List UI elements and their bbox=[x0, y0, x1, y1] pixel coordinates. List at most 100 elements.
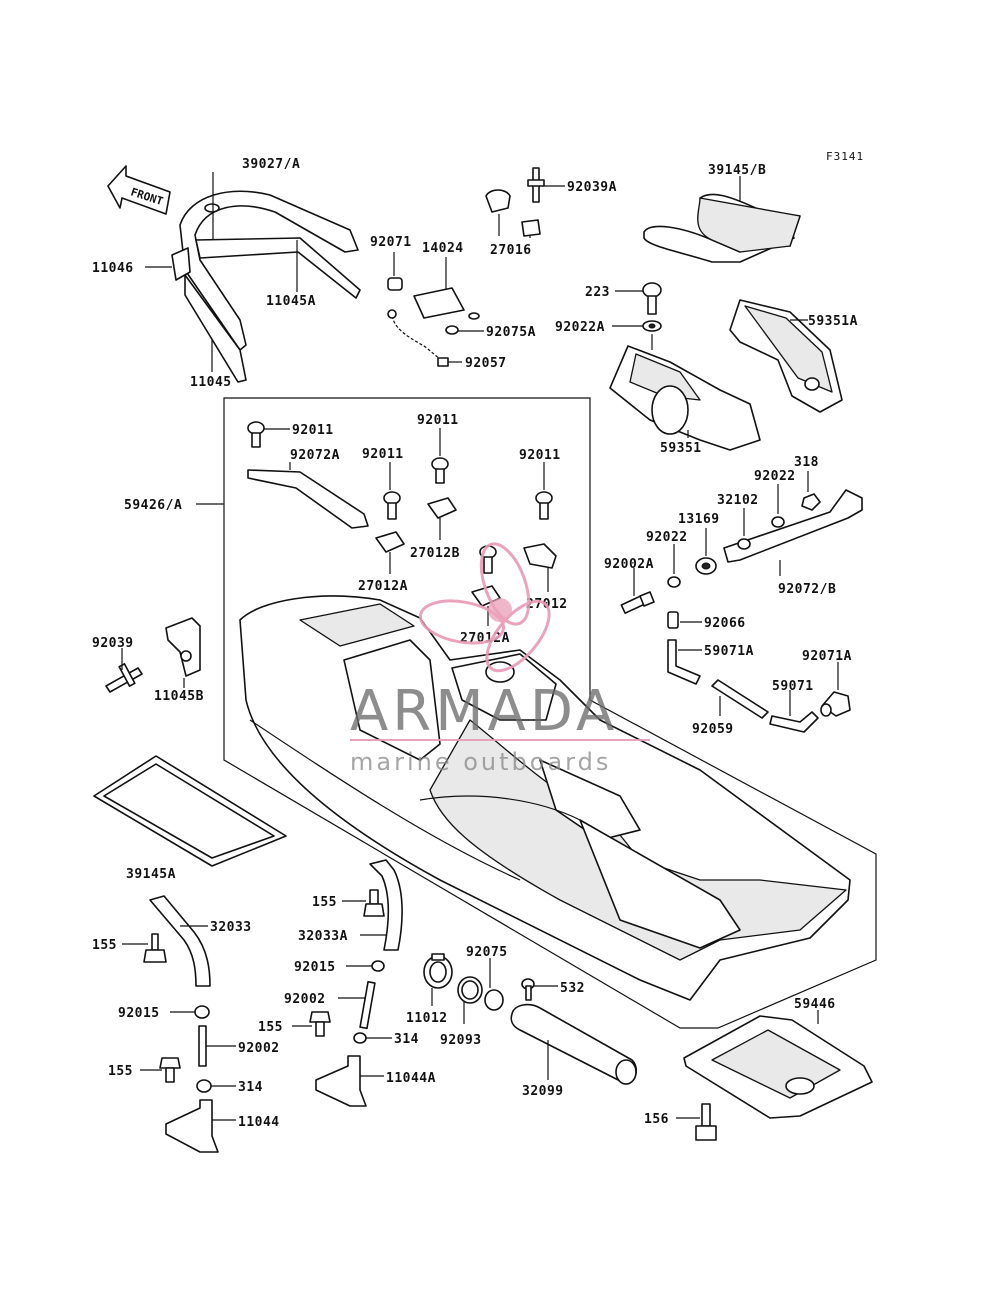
nut-plate-27012-part bbox=[523, 543, 557, 569]
plug-92066-part bbox=[667, 611, 679, 629]
bolt-92011-d-part bbox=[535, 491, 553, 520]
label-92015-b: 92015 bbox=[294, 960, 336, 975]
label-59446: 59446 bbox=[794, 997, 836, 1012]
label-59426A: 59426/A bbox=[124, 498, 182, 513]
bolt-223-part bbox=[642, 282, 662, 315]
label-11046: 11046 bbox=[92, 261, 134, 276]
label-32099: 32099 bbox=[522, 1084, 564, 1099]
label-92093: 92093 bbox=[440, 1033, 482, 1048]
label-39145A: 39145A bbox=[126, 867, 176, 882]
label-156: 156 bbox=[644, 1112, 669, 1127]
propeller-logo-icon bbox=[418, 542, 551, 673]
bracket-11045B-part bbox=[165, 617, 201, 677]
bracket-92072B-part bbox=[723, 489, 863, 563]
label-32033: 32033 bbox=[210, 920, 252, 935]
washer-92022-c-part bbox=[667, 576, 681, 588]
hull-59426A-part bbox=[239, 595, 851, 1001]
label-314-a: 314 bbox=[238, 1080, 263, 1095]
label-11045B: 11045B bbox=[154, 689, 204, 704]
pin-92039-part bbox=[105, 663, 143, 693]
label-11045: 11045 bbox=[190, 375, 232, 390]
label-32102: 32102 bbox=[717, 493, 759, 508]
label-92011-c: 92011 bbox=[417, 413, 459, 428]
label-92071A: 92071A bbox=[802, 649, 852, 664]
label-59071A: 59071A bbox=[704, 644, 754, 659]
label-92072A: 92072A bbox=[290, 448, 340, 463]
cap-92075A-part bbox=[445, 312, 480, 335]
bolt-92011-a-part bbox=[247, 421, 265, 448]
nut-92015-a-part bbox=[194, 1005, 210, 1019]
label-92011-b: 92011 bbox=[362, 447, 404, 462]
fitting-92071A-part bbox=[820, 691, 851, 717]
label-155-b: 155 bbox=[108, 1064, 133, 1079]
nut-314-a-part bbox=[196, 1079, 212, 1093]
label-92022-b: 92022 bbox=[754, 469, 796, 484]
label-532: 532 bbox=[560, 981, 585, 996]
stud-92002-a-part bbox=[198, 1025, 207, 1067]
label-92011-d: 92011 bbox=[519, 448, 561, 463]
nut-314-b-part bbox=[353, 1032, 367, 1044]
label-92066: 92066 bbox=[704, 616, 746, 631]
label-13169: 13169 bbox=[678, 512, 720, 527]
front-arrow-icon: FRONT bbox=[107, 165, 171, 215]
label-92002-a: 92002 bbox=[238, 1041, 280, 1056]
label-11044A: 11044A bbox=[386, 1071, 436, 1086]
label-92057: 92057 bbox=[465, 356, 507, 371]
label-314-b: 314 bbox=[394, 1032, 419, 1047]
bolt-156-part bbox=[695, 1103, 717, 1141]
label-155-c: 155 bbox=[312, 895, 337, 910]
label-223: 223 bbox=[585, 285, 610, 300]
cap-27016-part bbox=[485, 189, 541, 237]
figure-ref: F3141 bbox=[826, 150, 864, 163]
bolt-532-part bbox=[521, 978, 535, 1001]
label-27012A-1: 27012A bbox=[358, 579, 408, 594]
label-27016: 27016 bbox=[490, 243, 532, 258]
label-92015-a: 92015 bbox=[118, 1006, 160, 1021]
bolt-155-d-part bbox=[309, 1011, 331, 1037]
cover-59351A-part bbox=[729, 299, 843, 413]
label-59351A: 59351A bbox=[808, 314, 858, 329]
bracket-11044-part bbox=[165, 1099, 219, 1153]
bolt-92011-c-part bbox=[431, 457, 449, 484]
label-11045A: 11045A bbox=[266, 294, 316, 309]
label-59071: 59071 bbox=[772, 679, 814, 694]
label-39027A: 39027/A bbox=[242, 157, 300, 172]
plate-59446-part bbox=[683, 1015, 873, 1119]
armada-logo: ARMADA marine outboards bbox=[350, 542, 650, 776]
label-92071: 92071 bbox=[370, 235, 412, 250]
strip-92072A-part bbox=[247, 469, 369, 529]
mat-39145B-part bbox=[643, 193, 801, 263]
label-92022-c: 92022 bbox=[646, 530, 688, 545]
grommet-32102-part bbox=[737, 538, 751, 550]
label-92002-b: 92002 bbox=[284, 992, 326, 1007]
watermark-name: ARMADA bbox=[350, 679, 618, 744]
washer-92022-part bbox=[771, 516, 785, 528]
label-14024: 14024 bbox=[422, 241, 464, 256]
nut-92015-b-part bbox=[371, 960, 385, 972]
hose-92059-part bbox=[711, 679, 769, 719]
bolt-155-c-part bbox=[363, 889, 385, 917]
cover-59351-part bbox=[609, 345, 761, 451]
pin-92039A-part bbox=[527, 167, 545, 203]
washer-92022A-part bbox=[642, 320, 662, 332]
label-39145B: 39145/B bbox=[708, 163, 766, 178]
label-92075A: 92075A bbox=[486, 325, 536, 340]
nut-plate-27012B-part bbox=[427, 497, 457, 519]
label-92075: 92075 bbox=[466, 945, 508, 960]
label-92072B: 92072/B bbox=[778, 582, 836, 597]
pipe-59071-part bbox=[769, 711, 819, 733]
label-92059: 92059 bbox=[692, 722, 734, 737]
label-27012B: 27012B bbox=[410, 546, 460, 561]
label-318: 318 bbox=[794, 455, 819, 470]
bolt-155-b-part bbox=[159, 1057, 181, 1083]
lanyard-92057-part bbox=[387, 309, 449, 367]
label-92039A: 92039A bbox=[567, 180, 617, 195]
pipe-59071A-part bbox=[667, 639, 701, 685]
label-32033A: 32033A bbox=[298, 929, 348, 944]
clamp-11012-part bbox=[423, 953, 453, 989]
nut-plate-27012A-2-part bbox=[471, 545, 501, 607]
bolt-92011-b-part bbox=[383, 491, 401, 520]
handle-pole-part bbox=[171, 190, 361, 383]
label-155-d: 155 bbox=[258, 1020, 283, 1035]
